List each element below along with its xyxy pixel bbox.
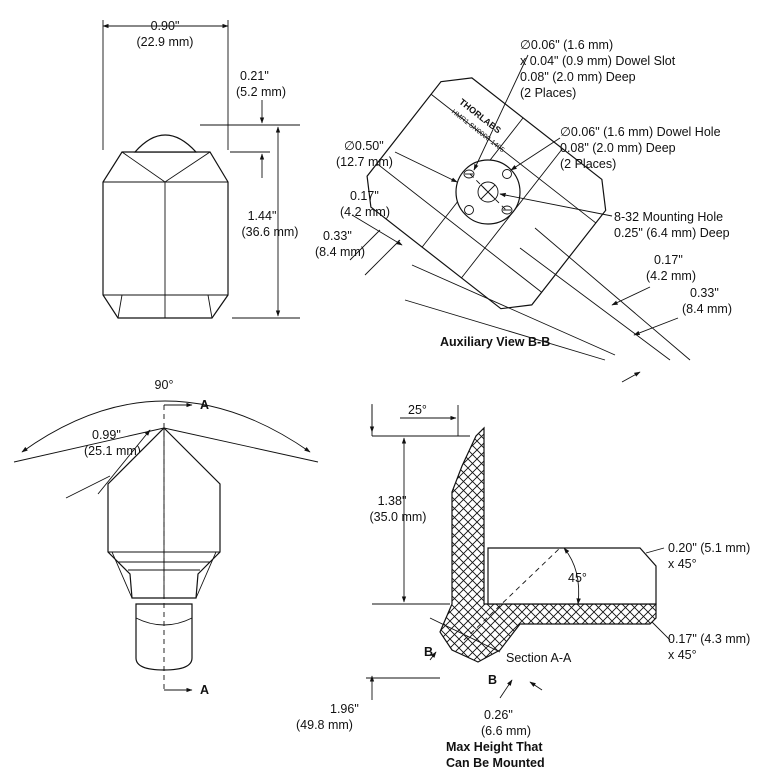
section-label: Section A-A xyxy=(506,651,572,665)
aux-right-b-in: 0.33" xyxy=(690,286,719,300)
front-body-edges xyxy=(103,151,228,319)
section-chamfer-top-l1: 0.20" (5.1 mm) xyxy=(668,541,750,555)
front-cap-mm: (5.2 mm) xyxy=(236,85,286,99)
section-marker-b2: B xyxy=(488,673,497,687)
aux-slot-l2: x 0.04" (0.9 mm) Dowel Slot xyxy=(520,54,676,68)
front-body-outline xyxy=(102,151,229,319)
aux-right-b-mm: (8.4 mm) xyxy=(682,302,732,316)
section-chamfer-bot-l1: 0.17" (4.3 mm) xyxy=(668,632,750,646)
top-angle: 90° xyxy=(155,378,174,392)
front-cap-in: 0.21" xyxy=(240,69,269,83)
aux-right-a-mm: (4.2 mm) xyxy=(646,269,696,283)
section-chamfer-top-l2: x 45° xyxy=(668,557,697,571)
top-width-mm: (25.1 mm) xyxy=(84,444,141,458)
section-max-in: 0.26" xyxy=(484,708,513,722)
section-angle-top: 25° xyxy=(408,403,427,417)
aux-dia-mm: (12.7 mm) xyxy=(336,155,393,169)
aux-left-b-in: 0.33" xyxy=(323,229,352,243)
aux-hole-l1: ∅0.06" (1.6 mm) Dowel Hole xyxy=(560,125,721,139)
aux-right-a-in: 0.17" xyxy=(654,253,683,267)
aux-mount-l1: 8-32 Mounting Hole xyxy=(614,210,723,224)
top-marker-a-top: A xyxy=(200,398,209,412)
section-max-label-2: Can Be Mounted xyxy=(446,756,545,770)
aux-dowel-slots xyxy=(463,169,513,215)
aux-mount-l2: 0.25" (6.4 mm) Deep xyxy=(614,226,730,240)
aux-view-label: Auxiliary View B-B xyxy=(440,335,550,349)
section-marker-b1: B xyxy=(424,645,433,659)
section-max-mm: (6.6 mm) xyxy=(481,724,531,738)
aux-dia-in: ∅0.50" xyxy=(344,139,384,153)
section-height-in: 1.38" xyxy=(378,494,407,508)
section-max-label-1: Max Height That xyxy=(446,740,543,754)
aux-left-a-in: 0.17" xyxy=(350,189,379,203)
top-view: 90° 0.99" (25.1 mm) A A xyxy=(13,378,319,697)
top-marker-a-bottom: A xyxy=(200,683,209,697)
section-total-mm: (49.8 mm) xyxy=(296,718,353,732)
top-width-in: 0.99" xyxy=(92,428,121,442)
aux-mounting-hole xyxy=(477,181,499,203)
aux-left-a-mm: (4.2 mm) xyxy=(340,205,390,219)
aux-hole-l3: (2 Places) xyxy=(560,157,616,171)
aux-slot-l4: (2 Places) xyxy=(520,86,576,100)
aux-dowel-holes xyxy=(464,169,512,215)
front-height-in: 1.44" xyxy=(248,209,277,223)
section-hatched-body xyxy=(439,426,657,663)
section-height-mm: (35.0 mm) xyxy=(370,510,427,524)
front-width-in: 0.90" xyxy=(151,19,180,33)
aux-slot-l1: ∅0.06" (1.6 mm) xyxy=(520,38,613,52)
section-view: 25° 1.38" (35.0 mm) 45° 0.20" (5.1 mm) x… xyxy=(296,403,750,770)
aux-hole-l2: 0.08" (2.0 mm) Deep xyxy=(560,141,676,155)
top-angle-arc xyxy=(21,400,311,453)
aux-view: THORLABS HMR1 SN0000-1405 ∅0.06" (1.6 mm… xyxy=(315,38,732,383)
aux-left-b-mm: (8.4 mm) xyxy=(315,245,365,259)
section-angle-mid: 45° xyxy=(568,571,587,585)
aux-slot-l3: 0.08" (2.0 mm) Deep xyxy=(520,70,636,84)
section-total-in: 1.96" xyxy=(330,702,359,716)
front-dome-cap xyxy=(133,134,198,153)
section-chamfer-bot-l2: x 45° xyxy=(668,648,697,662)
front-height-mm: (36.6 mm) xyxy=(242,225,299,239)
front-width-mm: (22.9 mm) xyxy=(137,35,194,49)
front-view: 0.90" (22.9 mm) 0.21" (5.2 mm) 1.44" (36… xyxy=(102,19,300,319)
